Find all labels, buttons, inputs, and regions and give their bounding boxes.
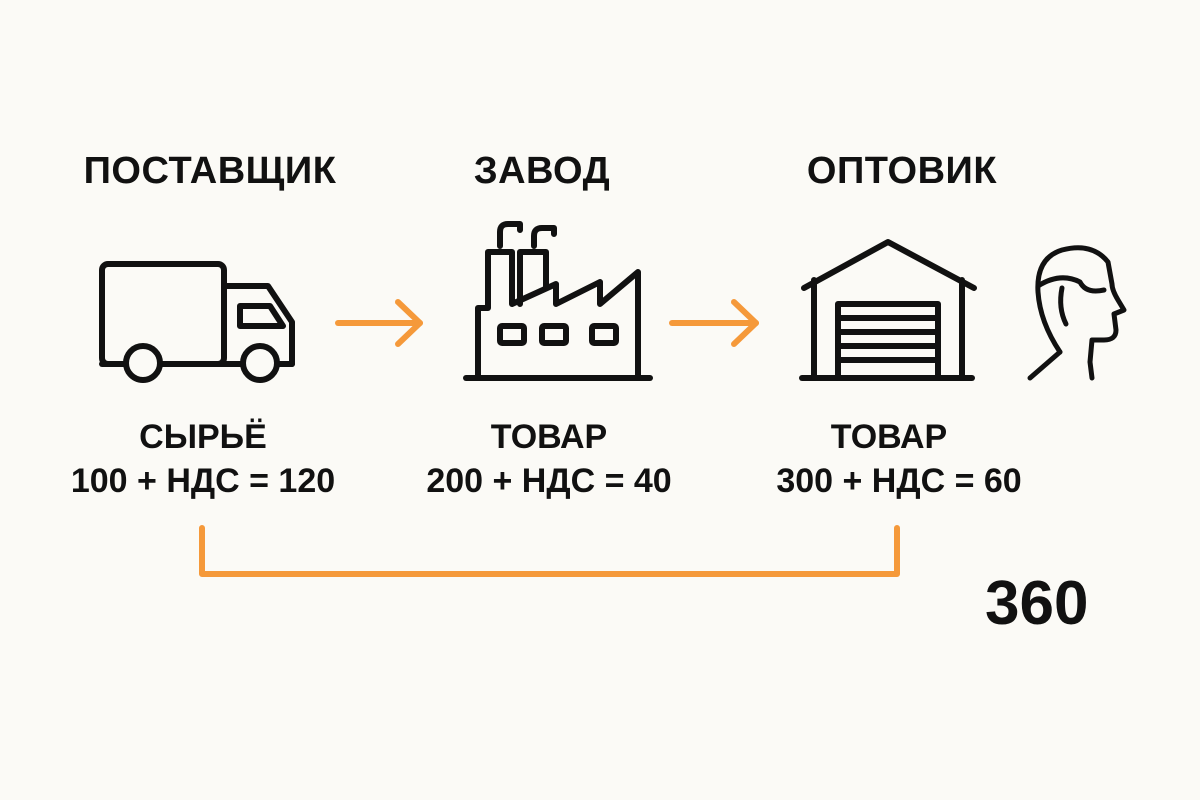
person-head-icon xyxy=(1027,245,1127,381)
summary-bracket xyxy=(199,525,900,577)
arrow-right-icon xyxy=(669,299,759,347)
arrow-right-icon xyxy=(335,299,423,347)
stage-formula-supplier: 100 + НДС = 120 xyxy=(70,462,336,500)
stage-item-factory: ТОВАР xyxy=(490,418,608,456)
warehouse-icon xyxy=(799,239,977,381)
stage-formula-wholesaler: 300 + НДС = 60 xyxy=(776,462,1022,500)
factory-icon xyxy=(463,221,653,381)
stage-title-supplier: ПОСТАВЩИК xyxy=(83,150,337,192)
stage-formula-factory: 200 + НДС = 40 xyxy=(426,462,672,500)
total-value: 360 xyxy=(985,569,1089,638)
stage-title-wholesaler: ОПТОВИК xyxy=(806,150,998,192)
stage-item-wholesaler: ТОВАР xyxy=(830,418,948,456)
stage-item-supplier: СЫРЬЁ xyxy=(139,418,267,456)
truck-icon xyxy=(99,261,295,383)
stage-title-factory: ЗАВОД xyxy=(473,150,611,192)
